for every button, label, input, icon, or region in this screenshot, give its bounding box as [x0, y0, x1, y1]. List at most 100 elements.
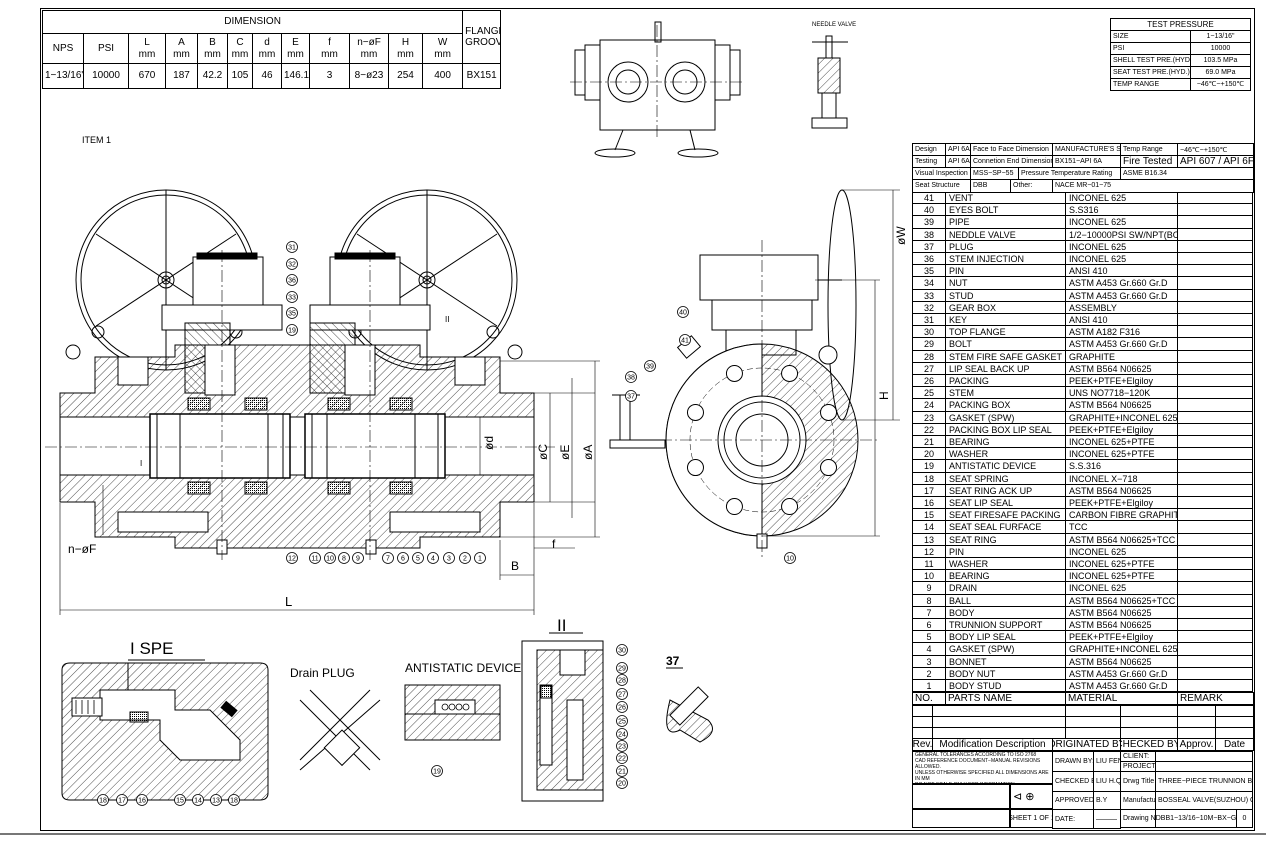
dim-d: ød [482, 436, 496, 450]
part-material: GRAPHITE [1065, 350, 1177, 363]
part-number: 9 [912, 582, 945, 595]
balloon-30: 30 [618, 648, 626, 655]
part-remark [1177, 533, 1253, 546]
part-number: 13 [912, 533, 945, 546]
part-remark [1177, 338, 1253, 351]
part-material: ANSI 410 [1065, 314, 1177, 327]
dim-header: f mm [309, 33, 350, 64]
balloon-circle [382, 552, 394, 564]
part-remark [1177, 265, 1253, 278]
copyright-note [912, 809, 1010, 829]
balloon-circle [427, 552, 439, 564]
balloon-circle [397, 552, 409, 564]
balloon-circle [286, 241, 298, 253]
part-name: BODY NUT [945, 667, 1065, 680]
balloon-1: 1 [478, 556, 482, 563]
part-remark [1177, 667, 1253, 680]
part-number: 12 [912, 545, 945, 558]
balloon-circle [338, 552, 350, 564]
part-name: PIN [945, 265, 1065, 278]
part-remark [1177, 228, 1253, 241]
part-number: 6 [912, 619, 945, 632]
dim-value: 670 [128, 63, 166, 89]
balloon-circle [309, 552, 321, 564]
balloon-circle [286, 258, 298, 270]
balloon-24: 24 [618, 732, 626, 739]
part-number: 38 [912, 228, 945, 241]
flange-bolt-hole [781, 364, 799, 382]
part-material: INCONEL 625+PTFE [1065, 436, 1177, 449]
dim-value: 187 [165, 63, 198, 89]
detail-antistatic [404, 684, 501, 741]
part-remark [1177, 558, 1253, 571]
part-remark [1177, 399, 1253, 412]
balloon-16: 16 [138, 798, 146, 805]
part-number: 22 [912, 423, 945, 436]
part-remark [1177, 350, 1253, 363]
part-name: STEM FIRE SAFE GASKET [945, 350, 1065, 363]
balloon-circle [679, 334, 691, 346]
part-name: SEAT LIP SEAL [945, 497, 1065, 510]
parts-header-cell: REMARK [1177, 692, 1254, 706]
part-name: BEARING [945, 570, 1065, 583]
balloon-circle [677, 306, 689, 318]
dim-value: 46 [252, 63, 282, 89]
part-material: ASTM B564 N06625 [1065, 619, 1177, 632]
part-number: 25 [912, 387, 945, 400]
dim-value: 1−13/16" [42, 63, 84, 89]
part-name: BODY STUD [945, 680, 1065, 693]
part-remark [1177, 619, 1253, 632]
part-name: SEAT RING ACK UP [945, 484, 1065, 497]
part-number: 28 [912, 350, 945, 363]
part-material: ASTM B564 N06625 [1065, 655, 1177, 668]
balloon-circle [116, 794, 128, 806]
part-material: ASTM B564 N06625 [1065, 606, 1177, 619]
general-notes: GENERAL TOLERANCES ACCORDING TO ISO 2768… [912, 751, 1053, 785]
part-name: KEY [945, 314, 1065, 327]
balloon-17: 17 [118, 798, 126, 805]
balloon-circle [286, 324, 298, 336]
dim-value: 105 [227, 63, 253, 89]
part-number: 32 [912, 301, 945, 314]
balloon-36: 36 [288, 278, 296, 285]
part-material: INCONEL 625 [1065, 545, 1177, 558]
part-name: PLUG [945, 240, 1065, 253]
part-remark [1177, 594, 1253, 607]
part-name: BEARING [945, 436, 1065, 449]
dim-header: L mm [128, 33, 166, 64]
balloon-circle [431, 765, 443, 777]
part-number: 31 [912, 314, 945, 327]
spec-cell: NACE MR−01−75 [1052, 179, 1254, 193]
balloon-29: 29 [618, 666, 626, 673]
part-remark [1177, 545, 1253, 558]
part-number: 24 [912, 399, 945, 412]
top-view [570, 21, 745, 158]
drawing-frame [40, 8, 1255, 831]
part-name: BODY [945, 606, 1065, 619]
part-name: BALL [945, 594, 1065, 607]
part-name: STEM [945, 387, 1065, 400]
part-name: ANTISTATIC DEVICE [945, 460, 1065, 473]
dim-header: FLANGE GROOVE [462, 10, 502, 64]
part-number: 1 [912, 680, 945, 693]
balloon-circle [616, 765, 628, 777]
dim-value: 254 [388, 63, 423, 89]
part-name: STUD [945, 289, 1065, 302]
part-remark [1177, 497, 1253, 510]
balloon-circle [443, 552, 455, 564]
